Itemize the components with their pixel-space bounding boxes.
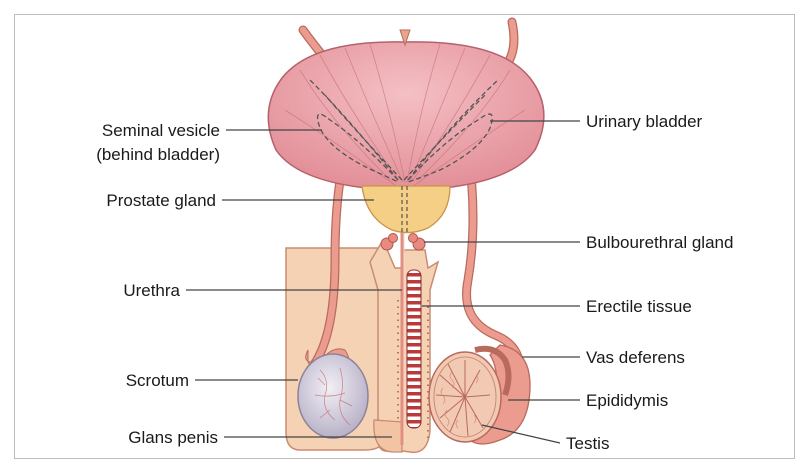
- label-seminal-vesicle: Seminal vesicle: [102, 121, 220, 140]
- label-glans-penis: Glans penis: [128, 428, 218, 447]
- prostate-gland: [362, 186, 450, 233]
- label-vas-deferens: Vas deferens: [586, 348, 685, 367]
- erectile-tissue: [407, 270, 421, 428]
- label-epididymis: Epididymis: [586, 391, 668, 410]
- label-urinary-bladder: Urinary bladder: [586, 112, 703, 131]
- label-erectile-tissue: Erectile tissue: [586, 297, 692, 316]
- label-seminal-vesicle-note: (behind bladder): [96, 145, 220, 164]
- label-urethra: Urethra: [123, 281, 180, 300]
- label-testis: Testis: [566, 434, 609, 453]
- urinary-bladder: [268, 42, 544, 190]
- label-scrotum: Scrotum: [126, 371, 189, 390]
- label-prostate-gland: Prostate gland: [106, 191, 216, 210]
- testis-right: [429, 345, 530, 444]
- label-bulbourethral-gland: Bulbourethral gland: [586, 233, 733, 252]
